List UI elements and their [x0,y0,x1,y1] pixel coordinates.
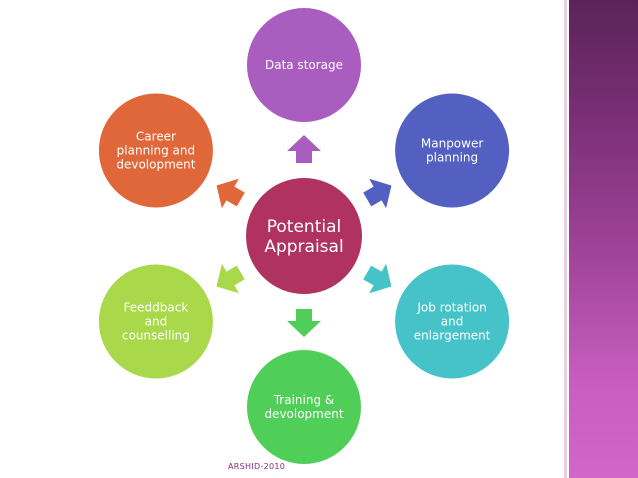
manpower-planning-circle [395,93,510,208]
job-rotation-arrow [363,263,392,294]
job-rotation-label-line: and [441,315,464,329]
center-circle [246,178,362,294]
feedback-label-line: counselling [122,329,190,343]
decorative-sidebar [569,0,638,478]
training-circle [247,350,361,464]
career-planning-label-line: devolopment [116,158,195,172]
career-planning-circle [98,93,213,208]
feedback-label-line: Feeddback [124,301,189,315]
manpower-planning-label-line: Manpower [421,137,483,151]
manpower-planning-label-line: planning [426,151,478,165]
training-label-line: Training & [273,393,335,407]
data-storage-arrow [287,135,321,163]
data-storage-label-line: Data storage [265,58,343,72]
node-data-storage: Data storage [247,8,361,122]
job-rotation-label-line: enlargement [414,329,491,343]
feedback-arrow [216,263,245,294]
manpower-planning-arrow [363,178,392,209]
career-planning-label-line: Career [136,130,176,144]
job-rotation-circle [395,264,510,379]
training-label-line: devolopment [264,407,343,421]
footer-credit: ARSHID-2010 [228,462,286,471]
feedback-label-line: and [145,315,168,329]
job-rotation-label-line: Job rotation [416,301,486,315]
career-planning-label-line: planning and [117,144,195,158]
center-label-line: Appraisal [264,237,343,257]
data-storage-circle [247,8,361,122]
feedback-circle [98,264,213,379]
sidebar-divider [564,0,567,478]
center-label-line: Potential [267,217,341,237]
career-planning-arrow [216,178,245,209]
training-arrow [287,309,321,337]
node-training: Training &devolopment [247,350,361,464]
